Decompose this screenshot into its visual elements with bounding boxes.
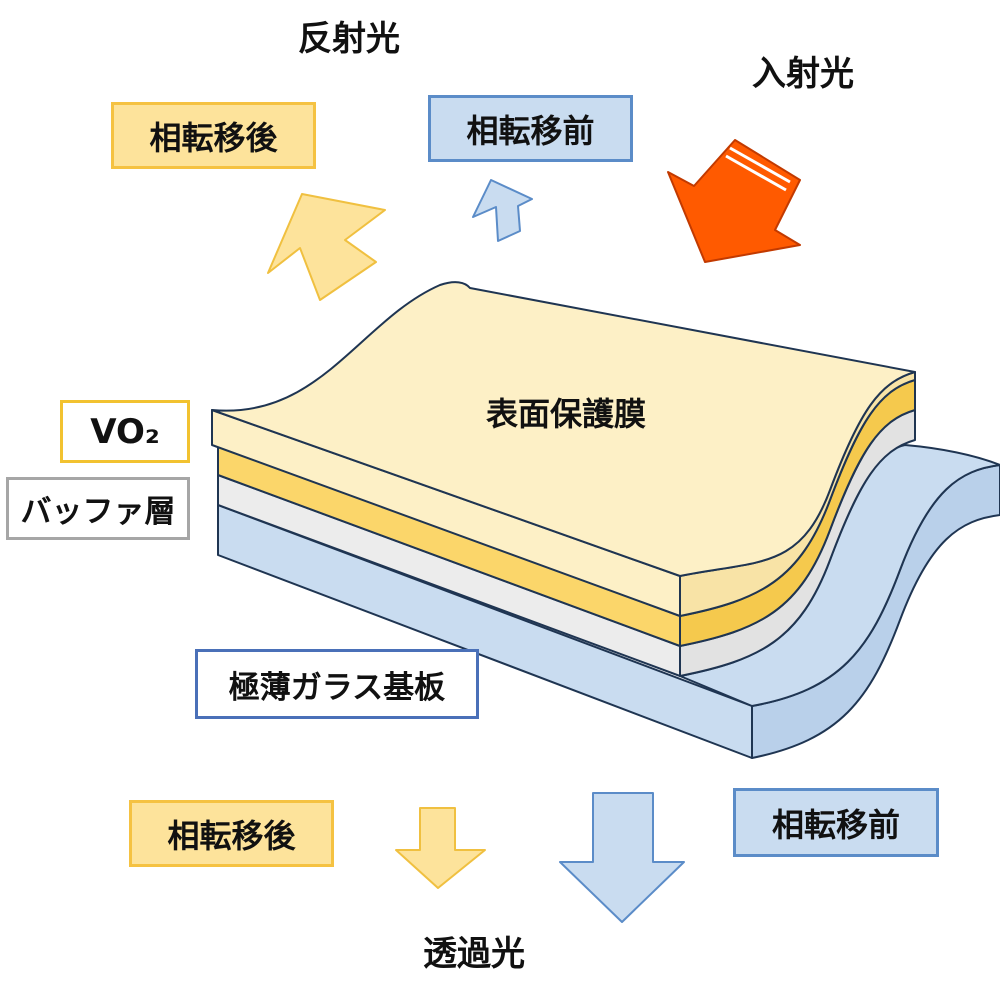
incident-light-label: 入射光: [752, 54, 854, 94]
transmitted-light-label: 透過光: [423, 934, 525, 974]
surface-film-label: 表面保護膜: [486, 395, 647, 433]
buffer-box: バッファ層: [6, 477, 190, 540]
reflected-before-arrow: [472, 179, 533, 242]
transmitted-after-box: 相転移後: [129, 800, 334, 867]
incident-light-arrow: [667, 139, 801, 263]
glass-substrate-layer: [217, 444, 1000, 759]
reflected-after-arrow: [267, 193, 386, 301]
glass-substrate-box: 極薄ガラス基板: [195, 649, 479, 719]
transmitted-before-box: 相転移前: [733, 788, 939, 857]
transmitted-after-arrow: [395, 807, 486, 889]
vo2-box: VO₂: [60, 400, 190, 463]
transmitted-before-arrow: [559, 792, 685, 923]
reflected-after-box: 相転移後: [111, 102, 316, 169]
reflected-light-label: 反射光: [298, 19, 400, 59]
reflected-before-box: 相転移前: [428, 95, 633, 162]
surface-film-layer: [211, 281, 916, 617]
